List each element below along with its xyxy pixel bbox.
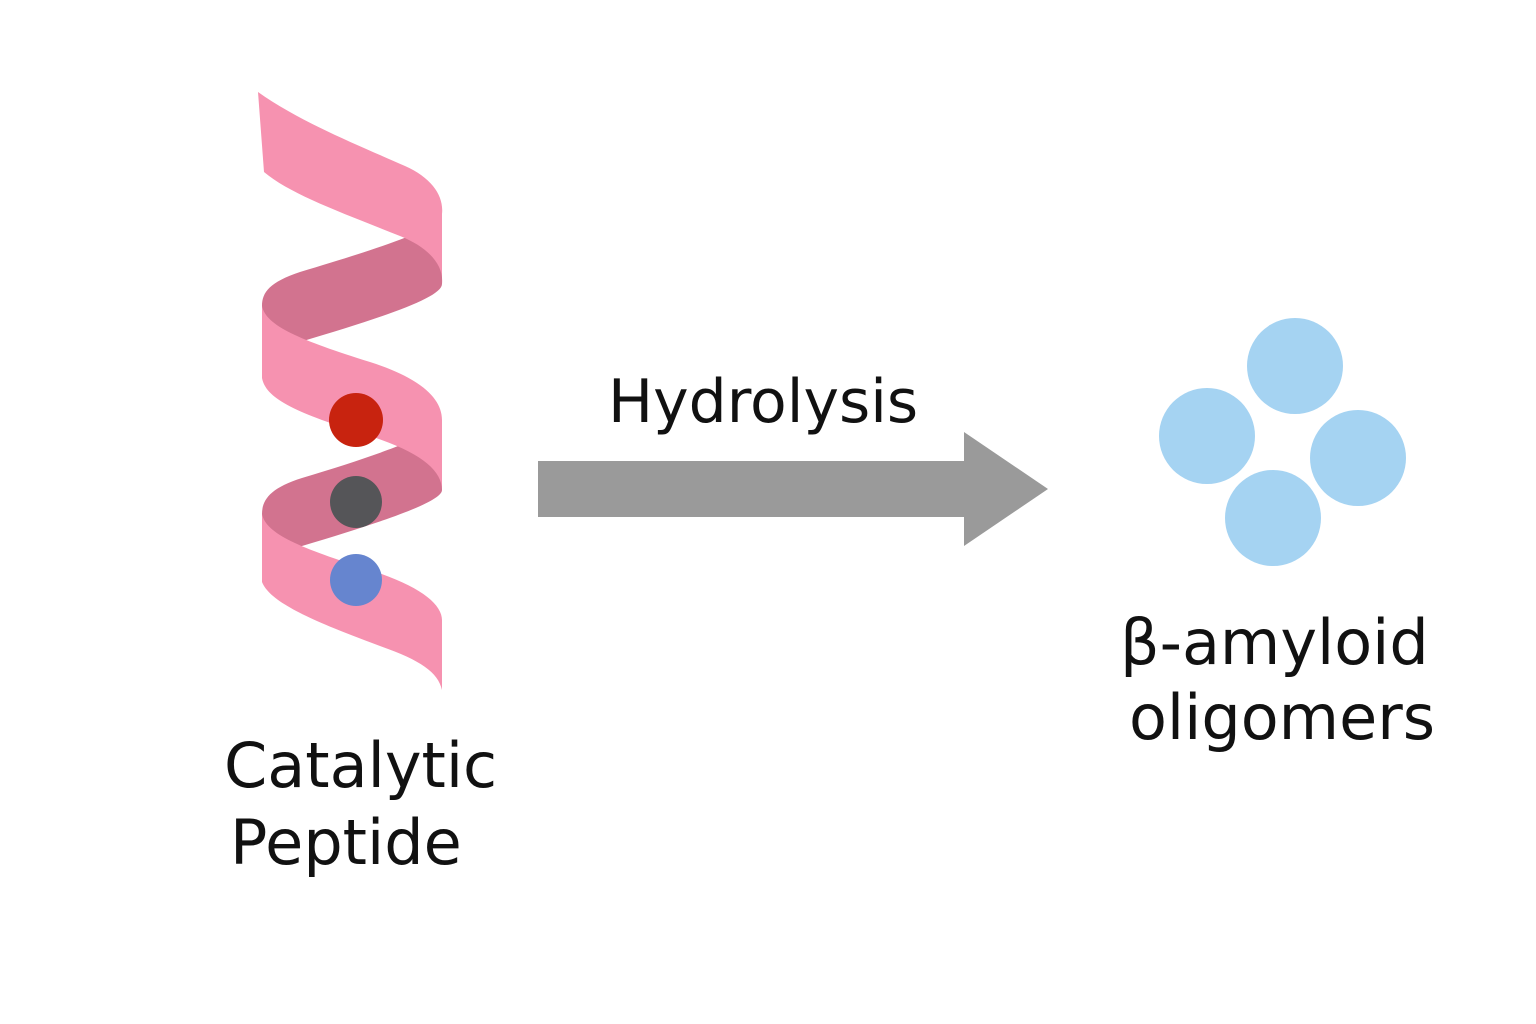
oligomer-particle-bottom <box>1225 470 1321 566</box>
amyloid-oligomers-label-line2: oligomers <box>1129 681 1436 754</box>
helix-front-segment-1 <box>258 92 443 284</box>
reaction-arrow <box>538 432 1048 546</box>
helix-back-segment-1 <box>262 214 442 378</box>
catalytic-peptide-label-line2: Peptide <box>230 806 462 879</box>
residue-blue <box>330 554 382 606</box>
residue-red <box>329 393 383 447</box>
amyloid-oligomers-label-line1: β-amyloid <box>1120 606 1429 679</box>
hydrolysis-label: Hydrolysis <box>608 367 919 437</box>
residue-gray <box>330 476 382 528</box>
oligomer-particle-left <box>1159 388 1255 484</box>
oligomer-particle-top <box>1247 318 1343 414</box>
catalytic-peptide-label-line1: Catalytic <box>224 729 498 802</box>
oligomer-cluster <box>1159 318 1406 566</box>
peptide-helix <box>258 92 443 690</box>
oligomer-particle-right <box>1310 410 1406 506</box>
